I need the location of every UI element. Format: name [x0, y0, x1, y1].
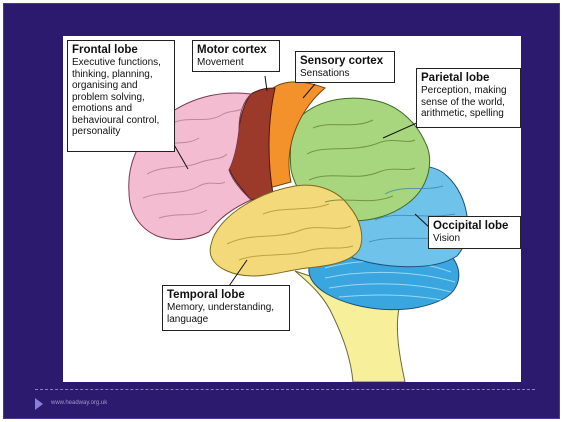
occipital-lobe-description: Vision	[433, 233, 516, 245]
parietal-lobe-title: Parietal lobe	[421, 71, 516, 85]
motor-cortex-title: Motor cortex	[197, 43, 275, 57]
occipital-lobe-title: Occipital lobe	[433, 219, 516, 233]
frontal-lobe-description: Executive functions, thinking, planning,…	[72, 57, 170, 138]
parietal-lobe-description: Perception, making sense of the world, a…	[421, 85, 516, 120]
frontal-lobe-title: Frontal lobe	[72, 43, 170, 57]
footer-url[interactable]: www.headway.org.uk	[51, 400, 107, 406]
motor-cortex-description: Movement	[197, 57, 275, 69]
sensory-cortex-title: Sensory cortex	[300, 54, 390, 68]
slide: Frontal lobe Executive functions, thinki…	[3, 3, 560, 419]
temporal-lobe-description: Memory, understanding, language	[167, 302, 285, 325]
sensory-cortex-description: Sensations	[300, 68, 390, 80]
parietal-lobe-label: Parietal lobe Perception, making sense o…	[416, 68, 521, 128]
temporal-lobe-label: Temporal lobe Memory, understanding, lan…	[162, 285, 290, 331]
footer-divider	[35, 389, 535, 390]
play-arrow-icon	[35, 398, 43, 410]
occipital-lobe-label: Occipital lobe Vision	[428, 216, 521, 249]
temporal-lobe-title: Temporal lobe	[167, 288, 285, 302]
frontal-lobe-label: Frontal lobe Executive functions, thinki…	[67, 40, 175, 152]
motor-cortex-label: Motor cortex Movement	[192, 40, 280, 72]
sensory-cortex-label: Sensory cortex Sensations	[295, 51, 395, 83]
